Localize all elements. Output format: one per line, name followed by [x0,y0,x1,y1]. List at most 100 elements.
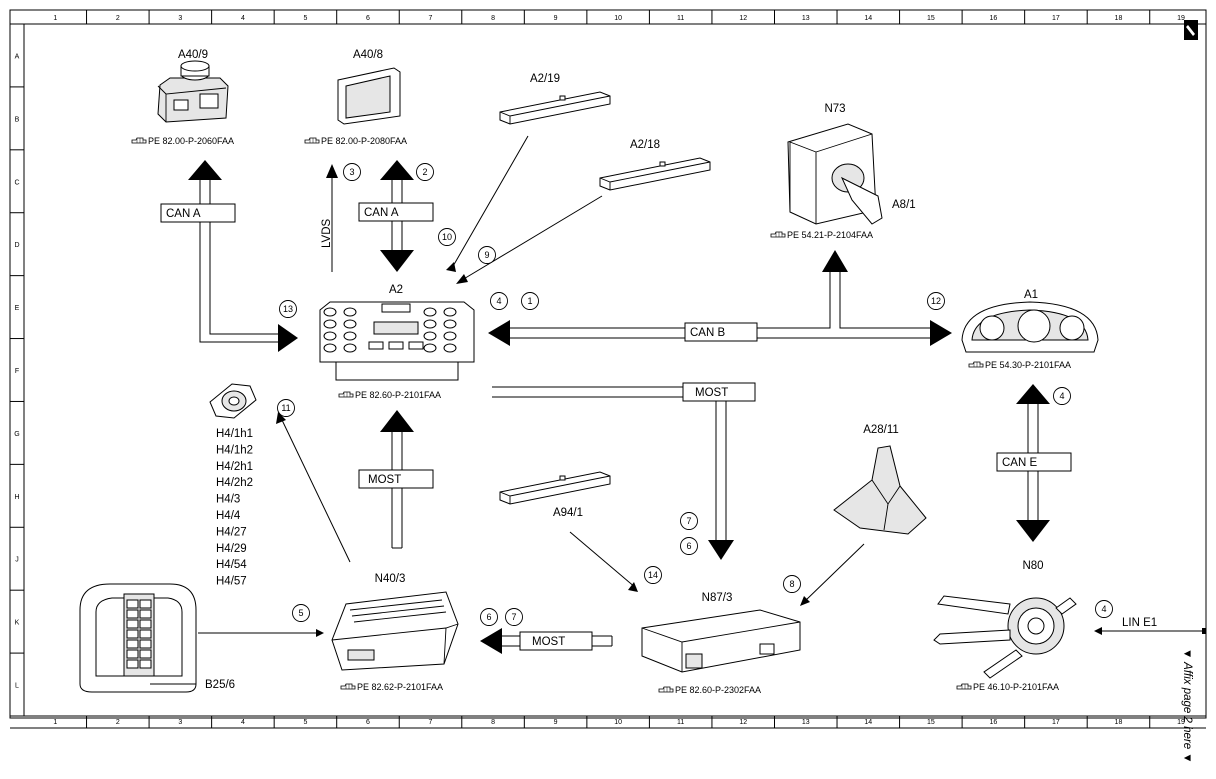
grid-column-label: 6 [366,719,370,726]
marker-number: 7 [511,612,516,622]
grid-row-label: H [14,494,19,501]
grid-column-label: 16 [989,719,997,726]
arrow-right-icon [278,324,298,352]
grid-column-label: 5 [303,719,307,726]
pointing-hand-icon [338,391,354,398]
grid-row-label: K [15,620,20,627]
n40-3-device-image [331,591,459,671]
grid-column-label: 13 [802,719,810,726]
grid-row-label: F [15,368,19,375]
affix-note: ▼ Affix page 2 here ▼ [1181,648,1193,764]
pointing-hand-icon [770,231,786,238]
a2-18-device-image [599,157,711,191]
grid-row-label: A [15,53,20,60]
grid-column-label: 17 [1052,15,1060,22]
marker-number: 10 [442,232,452,242]
n40-3-label: N40/3 [375,573,406,585]
grid-column-label: 8 [491,719,495,726]
marker-number: 11 [281,403,290,413]
grid-column-label: 18 [1115,719,1123,726]
can-a-left-box [160,203,236,223]
pointing-hand-icon [340,683,356,690]
can-b-box [684,322,758,342]
a40-8-label: A40/8 [353,49,383,61]
most-bottom-box [519,631,593,651]
grid-column-label: 15 [927,719,935,726]
marker-m6a: 6 [680,537,698,555]
h4-label-item: H4/1h2 [216,444,253,456]
marker-m4c: 4 [1095,600,1113,618]
h4-label-item: H4/4 [216,510,241,522]
marker-m7b: 7 [505,608,523,626]
arrow-down-icon [380,250,414,272]
a1-ref: PE 54.30-P-2101FAA [985,360,1071,370]
grid-row-label: E [15,305,20,312]
most-mid-label: MOST [368,474,401,486]
grid-row-label: G [14,431,19,438]
marker-number: 9 [484,250,489,260]
grid-column-label: 13 [802,15,810,22]
grid-column-label: 14 [864,719,872,726]
arrow-down-icon [1016,520,1050,542]
grid-column-label: 15 [927,15,935,22]
marker-m13: 13 [279,300,297,318]
tool-icon [1184,20,1198,40]
marker-m11: 11 [277,399,295,417]
grid-column-label: 1 [53,719,57,726]
grid-column-label: 17 [1052,719,1060,726]
grid-column-label: 4 [241,719,245,726]
a1-device-image [961,301,1099,353]
n73-device-image [787,123,883,225]
a2-label: A2 [389,284,403,296]
most-bottom-label: MOST [532,636,565,648]
n80-ref: PE 46.10-P-2101FAA [973,682,1059,692]
grid-column-label: 3 [178,719,182,726]
can-e-box [996,452,1072,472]
marker-number: 8 [789,579,794,589]
grid-column-label: 7 [429,719,433,726]
grid-column-label: 9 [554,719,558,726]
arrow-up-icon [188,160,222,180]
can-a-left-label: CAN A [166,208,201,220]
grid-row-label: C [14,179,19,186]
a2-device-image [319,301,475,381]
n80-label: N80 [1022,560,1043,572]
marker-m2: 2 [416,163,434,181]
marker-number: 3 [349,167,354,177]
arrow-up-icon [1016,384,1050,404]
grid-column-label: 8 [491,15,495,22]
marker-number: 6 [486,612,491,622]
h4-label-item: H4/2h1 [216,461,253,473]
n87-3-ref: PE 82.60-P-2302FAA [675,685,761,695]
grid-column-label: 10 [614,15,622,22]
b25-6-device-image [79,583,197,693]
a94-1-label: A94/1 [553,507,583,519]
a28-11-label: A28/11 [863,424,899,436]
arrow-up-icon [380,160,414,180]
marker-number: 14 [648,570,658,580]
arrow-right-icon [930,320,952,346]
a40-8-device-image [337,67,401,125]
b25-6-label: B25/6 [205,679,235,691]
marker-number: 6 [686,541,691,551]
marker-m4a: 4 [490,292,508,310]
pointing-hand-icon [304,137,320,144]
arrow-left-icon [1094,627,1102,635]
grid-column-label: 16 [989,15,997,22]
arrow-left-icon [488,320,510,346]
marker-m7a: 7 [680,512,698,530]
arrow-up-icon [380,410,414,432]
h4-label-item: H4/1h1 [216,428,253,440]
h4-label-item: H4/27 [216,526,247,538]
grid-row-label: D [14,242,19,249]
a28-11-device-image [833,445,927,535]
grid-column-label: 1 [53,15,57,22]
marker-number: 4 [1101,604,1106,614]
n73-label: N73 [824,103,845,115]
most-top-label: MOST [695,387,728,399]
